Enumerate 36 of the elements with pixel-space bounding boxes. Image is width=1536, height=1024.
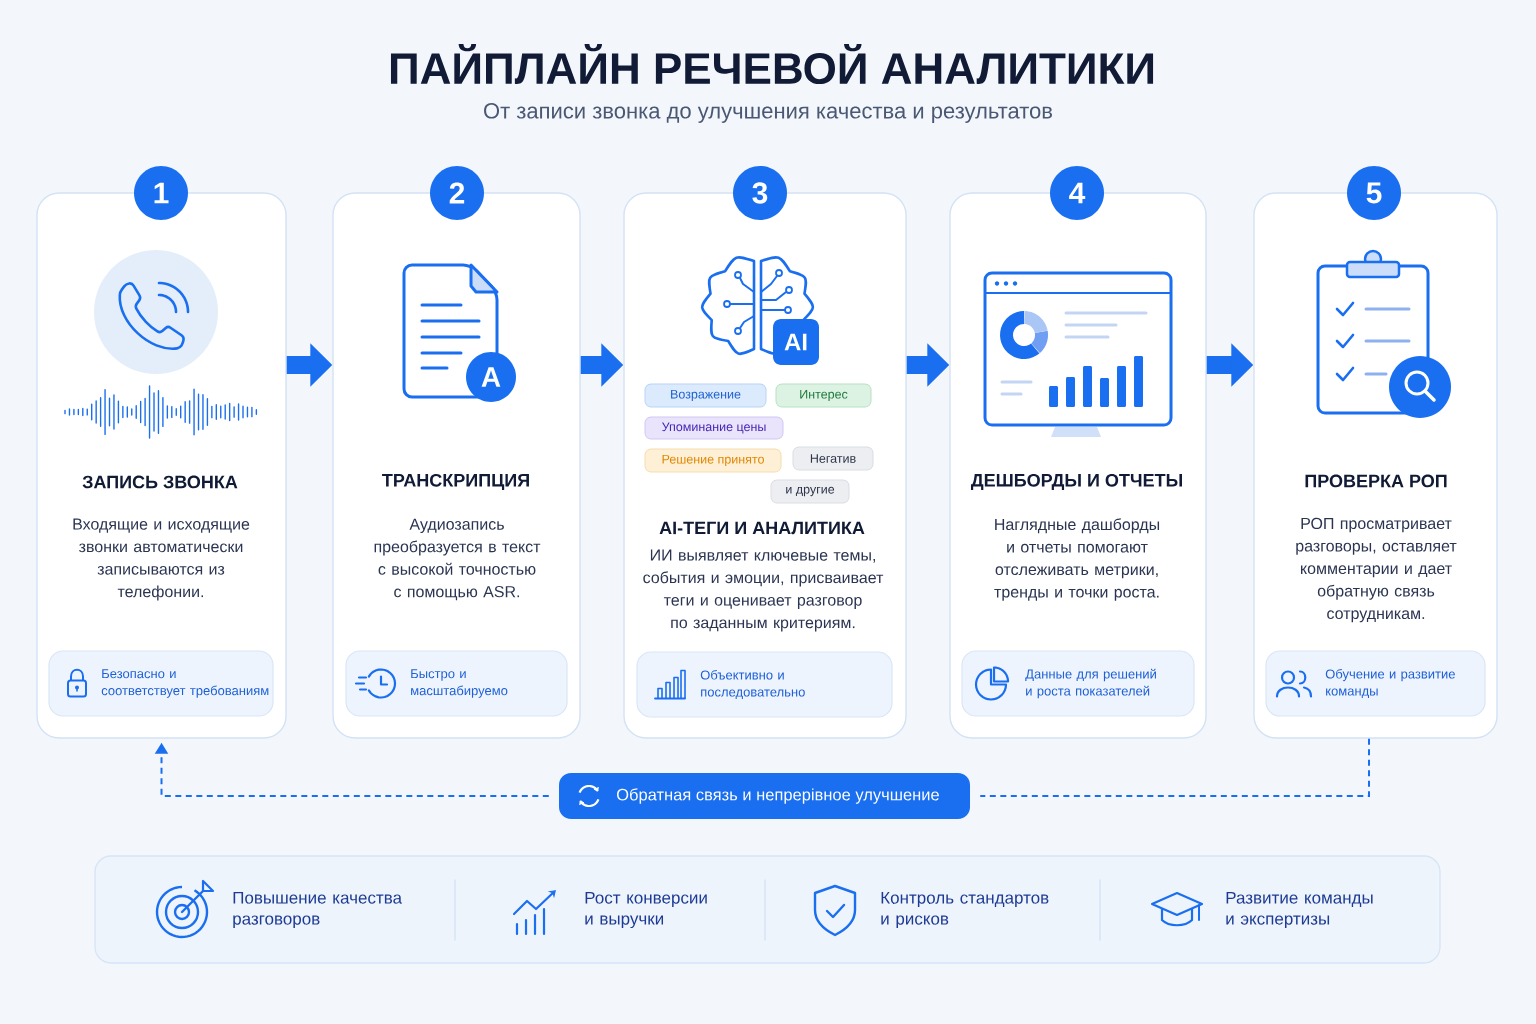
step-number: 5 (1347, 166, 1401, 220)
feature-box: Обучение и развитие команды (1265, 650, 1486, 717)
step-description: РОП просматривает разговоры, оставляет комментарии и дает обратную связь сотрудникам. (1296, 517, 1457, 623)
step-title: ЗАПИСЬ ЗВОНКА (82, 475, 238, 489)
tag-chip: Возражение (644, 383, 767, 408)
dashed-connector (979, 737, 1370, 797)
tag-chip: и другие (770, 479, 850, 504)
step-number: 4 (1050, 166, 1104, 220)
ai-badge: AI (773, 319, 819, 365)
step-number: 1 (134, 166, 188, 220)
tag-chip: Упоминание цены (644, 416, 784, 440)
feature-box: Данные для решений и роста показателей (961, 650, 1195, 717)
step-description: Наглядные дашборды и отчеты помогают отслеживать метрики, тренды и точки роста. (994, 518, 1160, 601)
tag-chip: Решение принято (644, 448, 782, 473)
step-description: Аудиозапись преобразуется в текст с высокой точностью с помощью ASR. (374, 518, 541, 601)
step-description: Входящие и исходящие звонки автоматически записываются из телефонии. (73, 518, 250, 601)
feature-box: Безопасно и соответствует требованиям (48, 650, 274, 717)
benefit-text: Развитие команды и экспертизы (1226, 891, 1373, 929)
step-title: ПРОВЕРКА РОП (1305, 474, 1447, 488)
letter-badge: A (466, 352, 516, 402)
tag-chip: Негатив (792, 446, 874, 471)
subtitle: От записи звонка до улучшения качества и результатов (484, 103, 1052, 123)
benefit-text: Повышение качества разговоров (233, 891, 403, 929)
tag-chip: Интерес (775, 383, 872, 408)
step-number: 3 (733, 166, 787, 220)
benefit-text: Рост конверсии и выручки (585, 891, 707, 929)
title: ПАЙПЛАЙН РЕЧЕВОЙ АНАЛИТИКИ (390, 43, 1154, 85)
step-number: 2 (430, 166, 484, 220)
step-title: AI-ТЕГИ И АНАЛИТИКА (659, 521, 865, 535)
feedback-button: Обратная связь и непрерівное улучшение (559, 773, 970, 819)
step-title: ДЕШБОРДЫ И ОТЧЕТЫ (971, 473, 1182, 491)
benefit-text: Контроль стандартов и рисков (881, 891, 1049, 929)
feature-box: Быстро и масштабируемо (345, 650, 568, 717)
step-title: ТРАНСКРИПЦИЯ (382, 473, 529, 491)
feature-box: Объективно и последовательно (636, 651, 893, 718)
step-description: ИИ выявляет ключевые темы, события и эмоции, присваивает теги и оценивает разговор по заданным критериям. (643, 549, 884, 632)
